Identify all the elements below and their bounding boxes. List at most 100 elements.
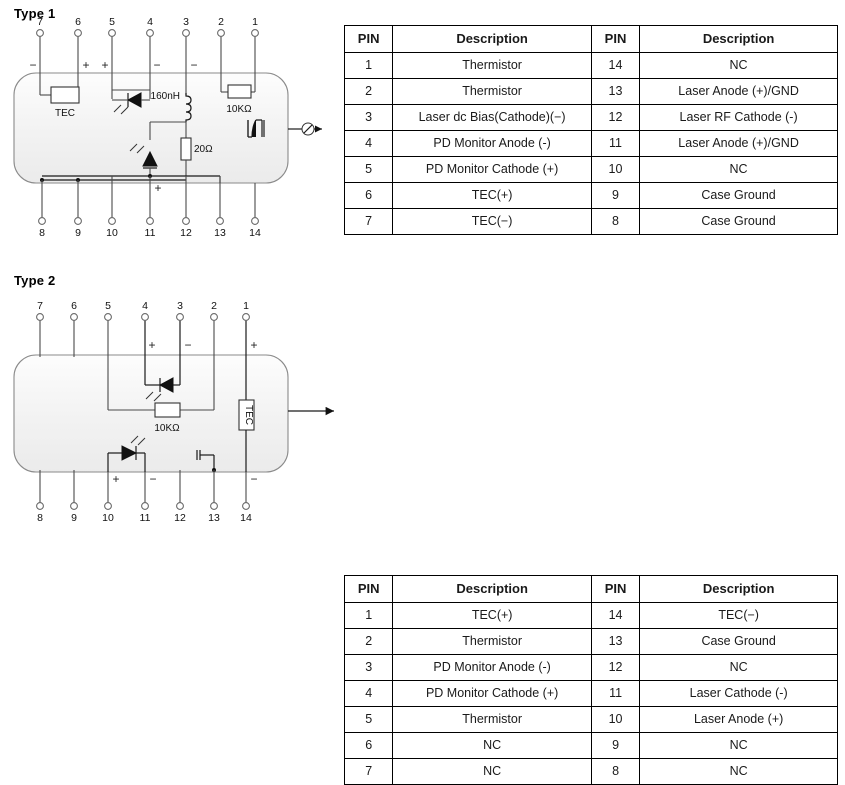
cell-desc-left: PD Monitor Anode (-) (392, 130, 592, 157)
cell-desc-left: Thermistor (392, 628, 592, 655)
pin-7-terminal (36, 313, 44, 321)
pin-11-terminal (146, 217, 154, 225)
optical-output-port-type1 (288, 122, 322, 136)
pin-label-12: 12 (174, 512, 186, 524)
pin-7-terminal (36, 29, 44, 37)
type2-bottom-pin-leads (39, 470, 247, 503)
tec-box (50, 86, 80, 104)
cell-desc-right: TEC(−) (639, 602, 838, 629)
cell-pin-right: 10 (590, 156, 641, 183)
type1-bottom-pins: 8 9 10 11 12 13 14 (38, 217, 261, 239)
cell-desc-right: NC (639, 732, 838, 759)
cell-desc-left: TEC(−) (392, 208, 592, 235)
pin-9-terminal (74, 217, 82, 225)
polarity-pin-3: − (184, 338, 191, 352)
pin-1-terminal (242, 313, 250, 321)
polarity-pin-3: − (190, 58, 197, 72)
cell-desc-left: NC (392, 758, 592, 785)
cell-pin-left: 5 (343, 156, 394, 183)
pd-monitor-diode-type2 (144, 375, 181, 402)
tec-label: TEC (243, 405, 254, 425)
pin-3-terminal (176, 313, 184, 321)
cell-pin-left: 6 (343, 732, 394, 759)
type2-top-polarity-marks: + − + (148, 338, 257, 352)
pin-label-2: 2 (218, 16, 224, 28)
cell-desc-right: Case Ground (639, 628, 838, 655)
pin-10-terminal (108, 217, 116, 225)
pin-10-terminal (104, 502, 112, 510)
cell-pin-left: 5 (343, 706, 394, 733)
pin-4-terminal (141, 313, 149, 321)
pin-label-8: 8 (39, 227, 45, 239)
type2-title: Type 2 (14, 273, 56, 288)
type1-top-pin-leads (39, 36, 256, 95)
pin-13-terminal (210, 502, 218, 510)
cell-pin-right: 13 (590, 78, 641, 105)
tec-element-type2: TEC (238, 399, 255, 472)
cell-pin-right: 14 (590, 602, 641, 629)
tec-label: TEC (55, 108, 75, 119)
pin-2-terminal (210, 313, 218, 321)
thermistor-element-type2: 10KΩ (108, 402, 214, 434)
cell-desc-right: Laser Anode (+)/GND (639, 130, 838, 157)
cell-desc-right: Laser Anode (+)/GND (639, 78, 838, 105)
pin-label-2: 2 (211, 300, 217, 312)
type1-section: Type 1 (0, 0, 845, 265)
pd-monitor-diode-type1 (111, 88, 151, 115)
header-desc-right: Description (639, 575, 838, 603)
rf-resistor-value-label: 20Ω (194, 144, 213, 155)
type1-title: Type 1 (14, 6, 56, 21)
thermistor-value-label: 10KΩ (226, 104, 252, 115)
pin-14-terminal (242, 502, 250, 510)
type2-top-pin-leads (39, 320, 247, 410)
thermistor-value-label: 10KΩ (154, 423, 180, 434)
header-desc-left: Description (392, 25, 592, 53)
pin-label-1: 1 (252, 16, 258, 28)
pin-9-terminal (70, 502, 78, 510)
cell-desc-left: Thermistor (392, 706, 592, 733)
thermistor-element-type1: 10KΩ (220, 84, 256, 115)
header-desc-right: Description (639, 25, 838, 53)
pin-label-13: 13 (208, 512, 220, 524)
laser-diode-type1 (129, 121, 186, 180)
polarity-pin-1: + (250, 338, 257, 352)
pin-3-terminal (182, 29, 190, 37)
cell-pin-left: 4 (343, 130, 394, 157)
cell-desc-left: NC (392, 732, 592, 759)
laser-light-arrows (129, 143, 145, 154)
laser-diode-triangle (142, 150, 158, 167)
polarity-pin-5: + (101, 58, 108, 72)
pin-label-9: 9 (71, 512, 77, 524)
pin-8-terminal (38, 217, 46, 225)
tec-element-type1: TEC (40, 86, 80, 119)
type2-top-pins: 7 6 5 4 3 2 1 (36, 300, 250, 321)
polarity-pin-6: + (82, 58, 89, 72)
type1-bottom-pin-leads (41, 176, 256, 218)
package-body (13, 354, 289, 473)
type2-bottom-polarity-marks: + − − (112, 472, 257, 486)
pin-label-10: 10 (106, 227, 118, 239)
pin-13-terminal (216, 217, 224, 225)
header-desc-left: Description (392, 575, 592, 603)
pin-4-terminal (146, 29, 154, 37)
polarity-pin-7: − (29, 58, 36, 72)
pin-label-3: 3 (183, 16, 189, 28)
cell-desc-right: NC (639, 654, 838, 681)
type1-ground-bus (40, 174, 221, 183)
pin-label-7: 7 (37, 300, 43, 312)
pin-label-6: 6 (75, 16, 81, 28)
pin-6-terminal (70, 313, 78, 321)
rf-resistor-element-type1: 20Ω (180, 122, 213, 176)
cell-desc-right: Case Ground (639, 208, 838, 235)
pin-6-terminal (74, 29, 82, 37)
cell-pin-left: 1 (343, 52, 394, 79)
cell-desc-left: TEC(+) (392, 182, 592, 209)
